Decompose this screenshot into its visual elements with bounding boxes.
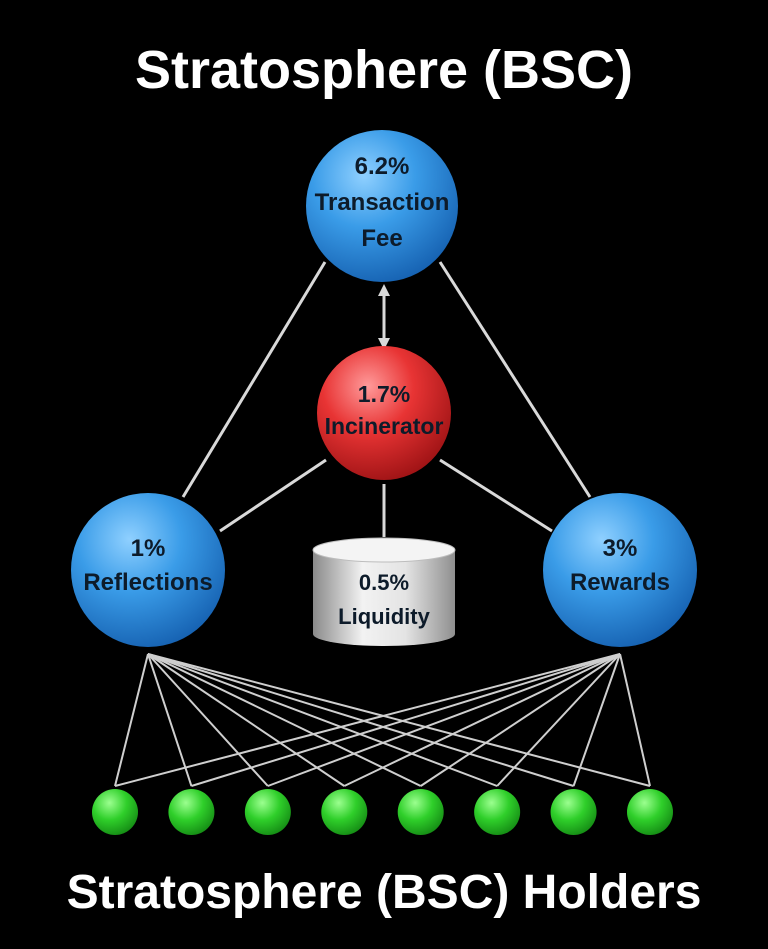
rewards-to-holder-7-line [572,653,621,787]
holder-dot [627,789,673,835]
rewards-node: 3% Rewards [543,493,697,647]
rewards-percent: 3% [603,535,638,562]
rewards-label: Rewards [570,569,670,596]
rewards-to-holder-5-line [420,653,621,787]
incinerator-node: 1.7% Incinerator [317,346,451,480]
holder-dot [92,789,138,835]
liquidity-label: Liquidity [338,604,430,629]
liquidity-percent: 0.5% [359,570,409,595]
fee-to-rewards-line [438,261,592,498]
reflections-to-holder-4-line [147,653,345,787]
holder-dot [244,789,291,835]
rewards-to-holder-4-line [343,653,621,787]
reflections-to-holder-8-line [147,653,651,787]
fee-label-line2: Fee [361,225,402,252]
reflections-percent: 1% [131,535,166,562]
rewards-to-holder-6-line [496,653,621,787]
holder-dot [474,789,521,835]
reflections-to-holder-5-line [147,653,422,787]
holder-dots [92,789,673,835]
rewards-to-holder-8-line [619,653,651,787]
holder-connectors [114,653,651,787]
holder-dot [321,789,368,835]
rewards-to-holder-2-line [191,653,621,787]
reflections-label: Reflections [83,569,212,596]
liquidity-cylinder: 0.5% Liquidity [312,537,456,646]
incinerator-to-rewards-line [439,458,553,533]
holder-dot [550,789,597,835]
reflections-to-holder-1-line [114,653,149,787]
incinerator-to-reflections-line [219,458,327,533]
reflections-to-holder-6-line [147,653,498,787]
page-title: Stratosphere (BSC) [135,40,633,100]
rewards-to-holder-3-line [267,653,621,787]
reflections-to-holder-2-line [147,653,193,787]
incinerator-label: Incinerator [325,413,444,439]
incinerator-percent: 1.7% [358,381,410,407]
transaction-fee-node: 6.2% Transaction Fee [306,130,458,282]
holder-dot [168,789,215,835]
holders-title: Stratosphere (BSC) Holders [67,866,702,919]
reflections-node: 1% Reflections [71,493,225,647]
holder-dot [397,789,444,835]
reflections-to-holder-7-line [147,653,574,787]
fee-to-reflections-line [181,261,327,498]
reflections-to-holder-3-line [147,653,269,787]
fee-label-line1: Transaction [315,189,450,216]
fee-percent: 6.2% [355,153,410,180]
rewards-to-holder-1-line [114,653,621,787]
